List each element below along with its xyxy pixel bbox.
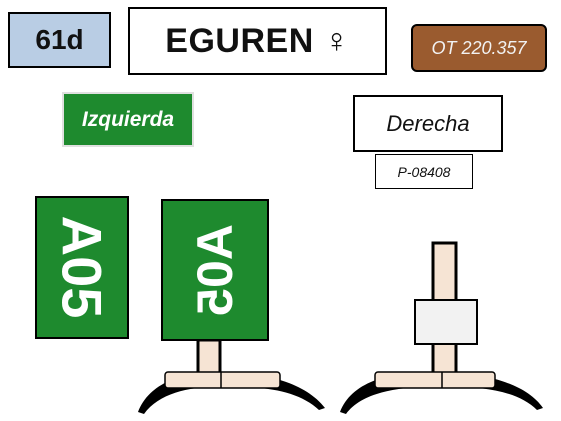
left-ear-band bbox=[164, 371, 281, 389]
left-back-tag-text: A05 bbox=[187, 224, 243, 316]
left-side-badge: Izquierda bbox=[62, 92, 194, 147]
right-side-label: Derecha bbox=[386, 110, 470, 136]
right-ear-band bbox=[374, 371, 496, 389]
ot-label-box: OT 220.357 bbox=[411, 24, 547, 72]
right-code-box: P-08408 bbox=[375, 154, 473, 189]
right-code-label: P-08408 bbox=[397, 163, 451, 180]
name-label: EGUREN ♀ bbox=[165, 21, 350, 60]
age-label: 61d bbox=[35, 24, 84, 55]
left-front-tag-text: A05 bbox=[51, 216, 114, 319]
age-label-box: 61d bbox=[8, 12, 111, 68]
left-side-label: Izquierda bbox=[81, 107, 175, 131]
right-ear-sleeve bbox=[414, 299, 478, 345]
name-label-box: EGUREN ♀ bbox=[128, 7, 387, 75]
left-ear-stem bbox=[196, 338, 222, 378]
ot-label: OT 220.357 bbox=[431, 37, 527, 58]
left-back-tag bbox=[161, 199, 269, 341]
left-front-tag bbox=[35, 196, 129, 339]
right-side-badge: Derecha bbox=[353, 95, 503, 152]
